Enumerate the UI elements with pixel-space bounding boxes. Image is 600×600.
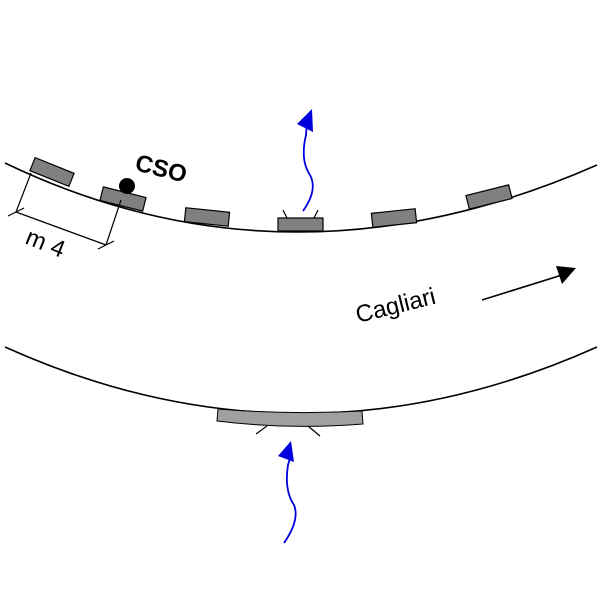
spacing-label: m 4 [22,224,69,264]
inflow-tick [255,425,268,435]
slab [29,156,75,188]
upper-flow-arrow [302,121,314,212]
slab [183,207,231,227]
direction-arrowhead [556,266,576,284]
slab-outfall [277,217,324,232]
lower-flow-arrowhead [278,441,294,462]
slab [370,208,418,228]
outfall-tick [282,209,288,219]
inflow-tick [307,425,321,437]
upper-flow-arrowhead [297,109,313,132]
direction-label: Cagliari [353,283,438,329]
spacing-dimension [7,172,122,250]
direction-arrow-shaft [481,274,563,301]
slab [465,184,513,210]
lower-curve [4,346,598,415]
lower-slab [216,408,364,427]
cso-label: CSO [133,150,190,189]
outfall-tick [313,209,319,219]
lower-flow-arrow [283,457,297,544]
upper-slabs [29,156,513,232]
cso-marker [119,178,135,194]
